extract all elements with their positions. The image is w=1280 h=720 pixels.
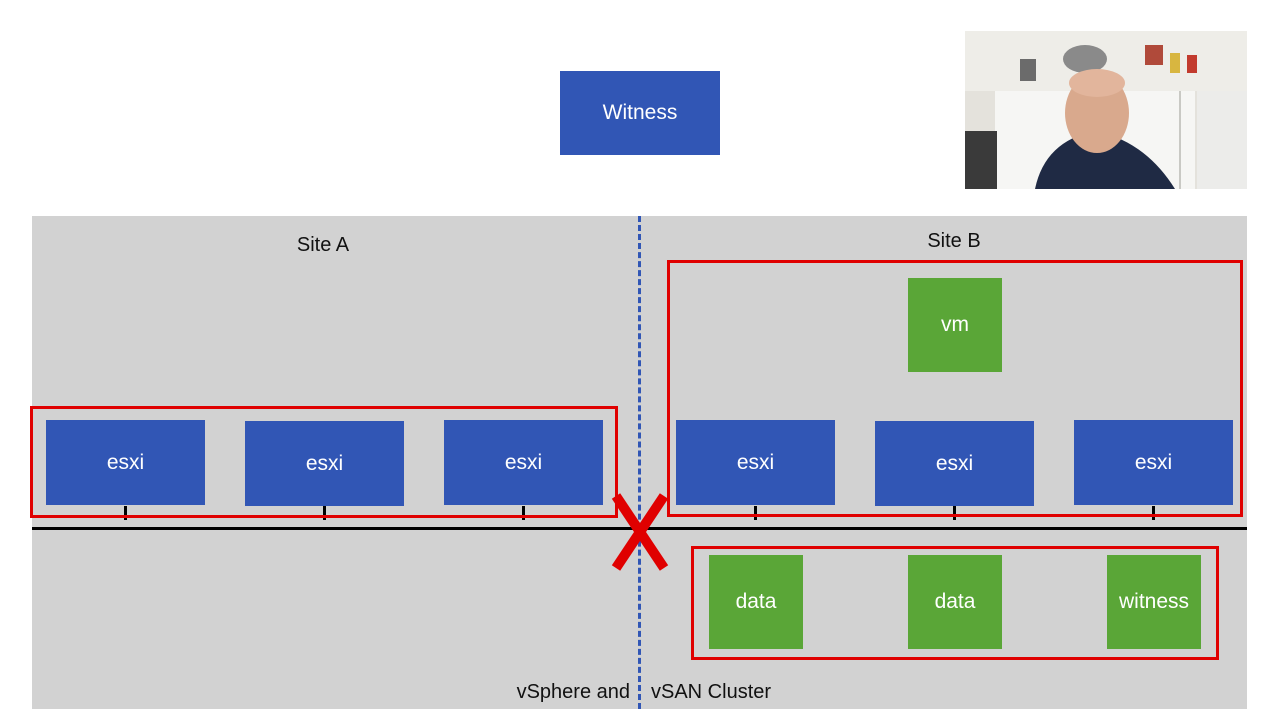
presenter-webcam: [965, 31, 1247, 189]
data-component: data: [908, 555, 1002, 649]
host-uplink: [953, 506, 956, 520]
esxi-host-label: esxi: [736, 450, 775, 474]
witness-host-label: Witness: [602, 101, 678, 124]
host-uplink: [754, 506, 757, 520]
components-frame: [691, 546, 1219, 660]
site-b-label: Site B: [927, 230, 981, 252]
data-component-label: data: [934, 590, 976, 613]
vm-box: vm: [908, 278, 1002, 372]
esxi-host: esxi: [1074, 420, 1233, 505]
esxi-host-label: esxi: [504, 450, 543, 474]
site-a-hosts-frame: [30, 406, 618, 518]
esxi-host-label: esxi: [106, 450, 145, 474]
data-component: data: [709, 555, 803, 649]
esxi-host-label: esxi: [935, 451, 974, 475]
witness-component-label: witness: [1118, 590, 1190, 613]
witness-host-box: Witness: [560, 71, 720, 155]
host-uplink: [323, 506, 326, 520]
cluster-label-right: vSAN Cluster: [651, 681, 772, 703]
site-divider: [638, 216, 641, 709]
esxi-host-label: esxi: [1134, 450, 1173, 474]
esxi-host: esxi: [245, 421, 404, 506]
presenter-webcam-image: [965, 31, 1247, 189]
esxi-host-label: esxi: [305, 451, 344, 475]
data-component-label: data: [735, 590, 777, 613]
esxi-host: esxi: [444, 420, 603, 505]
host-uplink: [1152, 506, 1155, 520]
witness-component: witness: [1107, 555, 1201, 649]
red-x-icon: [611, 493, 669, 571]
host-uplink: [124, 506, 127, 520]
cluster-label-left: vSphere and: [516, 681, 630, 703]
vm-label: vm: [941, 313, 969, 336]
esxi-host: esxi: [46, 420, 205, 505]
esxi-host: esxi: [676, 420, 835, 505]
esxi-host: esxi: [875, 421, 1034, 506]
site-b-frame: [667, 260, 1243, 517]
host-uplink: [522, 506, 525, 520]
site-a-label: Site A: [296, 234, 350, 256]
